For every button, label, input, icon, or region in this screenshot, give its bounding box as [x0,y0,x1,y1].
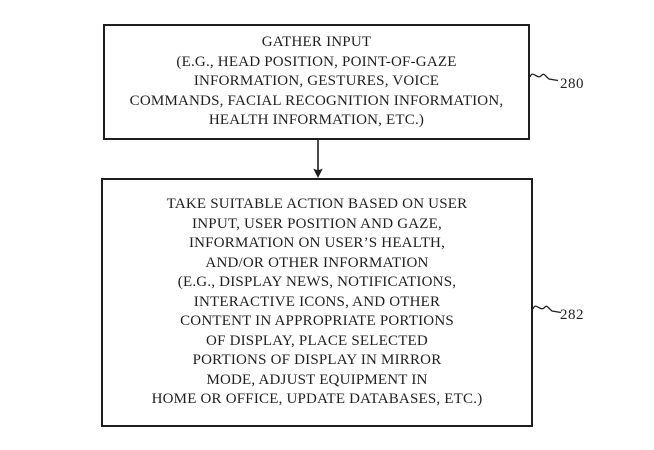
leader-line-282 [532,305,562,314]
box-text-line: PORTIONS OF DISPLAY IN MIRROR [192,352,442,369]
box-text-line: COMMANDS, FACIAL RECOGNITION INFORMATION… [129,92,504,109]
box-text-line: CONTENT IN APPROPRIATE PORTIONS [180,313,454,330]
down-arrow [313,139,323,178]
leader-line-280 [529,73,559,82]
box-text-line: TAKE SUITABLE ACTION BASED ON USER [166,196,468,213]
box-text-line: INFORMATION ON USER’S HEALTH, [188,235,446,252]
box-text-line: HOME OR OFFICE, UPDATE DATABASES, ETC.) [151,391,483,408]
box-text-line: INPUT, USER POSITION AND GAZE, [192,215,442,232]
flow-box-take-suitable-action: TAKE SUITABLE ACTION BASED ON USER INPUT… [101,178,533,427]
box-text-line: MODE, ADJUST EQUIPMENT IN [206,371,428,388]
box-text-line: HEALTH INFORMATION, ETC.) [208,112,425,129]
box-text-line: (E.G., HEAD POSITION, POINT-OF-GAZE [176,53,457,70]
box-text-line: INTERACTIVE ICONS, AND OTHER [193,293,441,310]
ref-label-282: 282 [560,307,584,323]
ref-label-280: 280 [560,76,584,92]
flow-box-gather-input: GATHER INPUT (E.G., HEAD POSITION, POINT… [103,24,530,140]
box-text-line: (E.G., DISPLAY NEWS, NOTIFICATIONS, [177,274,457,291]
box-text-line: OF DISPLAY, PLACE SELECTED [206,332,428,349]
box-text-line: GATHER INPUT [261,34,372,51]
box-text-line: AND/OR OTHER INFORMATION [205,254,429,271]
box-text-line: INFORMATION, GESTURES, VOICE [193,73,440,90]
